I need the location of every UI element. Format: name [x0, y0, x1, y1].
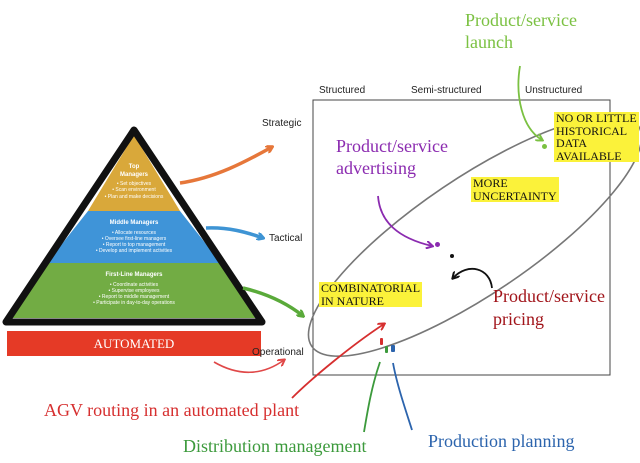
row-operational: Operational — [252, 347, 304, 358]
bottom-item-4: • Participate in day-to-day operations — [93, 300, 175, 307]
distribution-label: Distribution management — [183, 436, 367, 456]
uncertainty-line-1: MORE — [473, 176, 508, 190]
operational-arrow — [242, 286, 303, 316]
launch-point — [542, 144, 547, 149]
combinatorial-note: COMBINATORIAL IN NATURE — [319, 281, 423, 308]
combinatorial-line-1: COMBINATORIAL — [321, 281, 421, 295]
agv-label: AGV routing in an automated plant — [44, 400, 300, 420]
pyramid-bottom-tier — [12, 263, 257, 318]
bottom-item-3: • Report to middle management — [98, 294, 170, 300]
pyramid-outline — [2, 126, 266, 326]
automated-arrow — [213, 360, 284, 373]
historical-data-note: NO OR LITTLE HISTORICAL DATA AVAILABLE — [554, 111, 639, 163]
first-line-managers-title: First-Line Managers — [105, 272, 163, 278]
advertising-label-line-1: Product/service — [336, 136, 448, 156]
middle-managers-title: Middle Managers — [109, 220, 159, 226]
launch-label-line-2: launch — [465, 31, 513, 52]
launch-arrow — [517, 65, 542, 140]
pyramid-middle-tier — [47, 211, 221, 263]
agv-point — [380, 338, 383, 345]
tactical-arrow — [205, 226, 263, 238]
pricing-label-line-2: pricing — [493, 308, 544, 329]
pricing-arrow — [453, 268, 493, 289]
bottom-item-2: • Supervise employees — [108, 287, 160, 294]
launch-label: Product/service launch — [465, 10, 577, 53]
column-semi-structured: Semi-structured — [411, 85, 482, 96]
distribution-arrow — [363, 361, 381, 433]
middle-item-4: • Develop and implement activities — [95, 248, 173, 255]
advertising-point — [435, 242, 440, 247]
strategic-arrow — [179, 147, 272, 185]
middle-item-1: • Allocate resources — [112, 229, 156, 236]
top-title-line-2: Managers — [119, 171, 148, 178]
decision-matrix-frame — [312, 99, 611, 376]
historical-line-2: HISTORICAL — [556, 123, 628, 138]
historical-line-3: DATA — [556, 136, 588, 151]
production-arrow — [392, 362, 413, 431]
middle-managers-text: Middle Managers • Allocate resources • O… — [0, 220, 268, 255]
pricing-label-line-1: Product/service — [493, 286, 605, 306]
pricing-label: Product/service pricing — [493, 285, 605, 330]
middle-item-3: • Report to top management — [102, 242, 166, 248]
top-item-3: • Plan and make decisions — [104, 193, 164, 200]
top-managers-text: Top Managers • Set objectives • Scan env… — [0, 164, 268, 200]
advertising-label: Product/service advertising — [336, 136, 448, 179]
row-tactical: Tactical — [269, 233, 303, 244]
historical-line-1: NO OR LITTLE — [556, 111, 637, 125]
uncertainty-line-2: UNCERTAINTY — [473, 188, 557, 203]
bottom-item-1: • Coordinate activities — [109, 281, 159, 288]
production-label: Production planning — [428, 431, 575, 451]
pyramid-top-tier — [88, 135, 180, 211]
automated-base-bar — [7, 331, 261, 356]
advertising-arrow — [377, 195, 432, 246]
historical-line-4: AVAILABLE — [556, 148, 622, 163]
combinatorial-line-2: IN NATURE — [321, 293, 384, 308]
first-line-managers-text: First-Line Managers • Coordinate activit… — [0, 272, 268, 307]
distribution-point — [385, 346, 388, 353]
column-unstructured: Unstructured — [525, 85, 583, 96]
column-structured: Structured — [319, 85, 366, 96]
top-item-1: • Set objectives — [116, 181, 152, 187]
row-strategic: Strategic — [262, 118, 302, 129]
top-title-line-1: Top — [128, 164, 140, 170]
top-item-2: • Scan environment — [112, 187, 156, 194]
top-managers-title: Top Managers — [0, 164, 268, 179]
pricing-point — [450, 254, 454, 258]
middle-item-2: • Oversee first-line managers — [101, 235, 167, 242]
uncertainty-note: MORE UNCERTAINTY — [471, 176, 559, 203]
advertising-label-line-2: advertising — [336, 157, 416, 178]
automated-label: AUTOMATED — [93, 336, 175, 351]
agv-arrow — [291, 324, 384, 399]
launch-label-line-1: Product/service — [465, 10, 577, 30]
production-point — [391, 345, 395, 352]
